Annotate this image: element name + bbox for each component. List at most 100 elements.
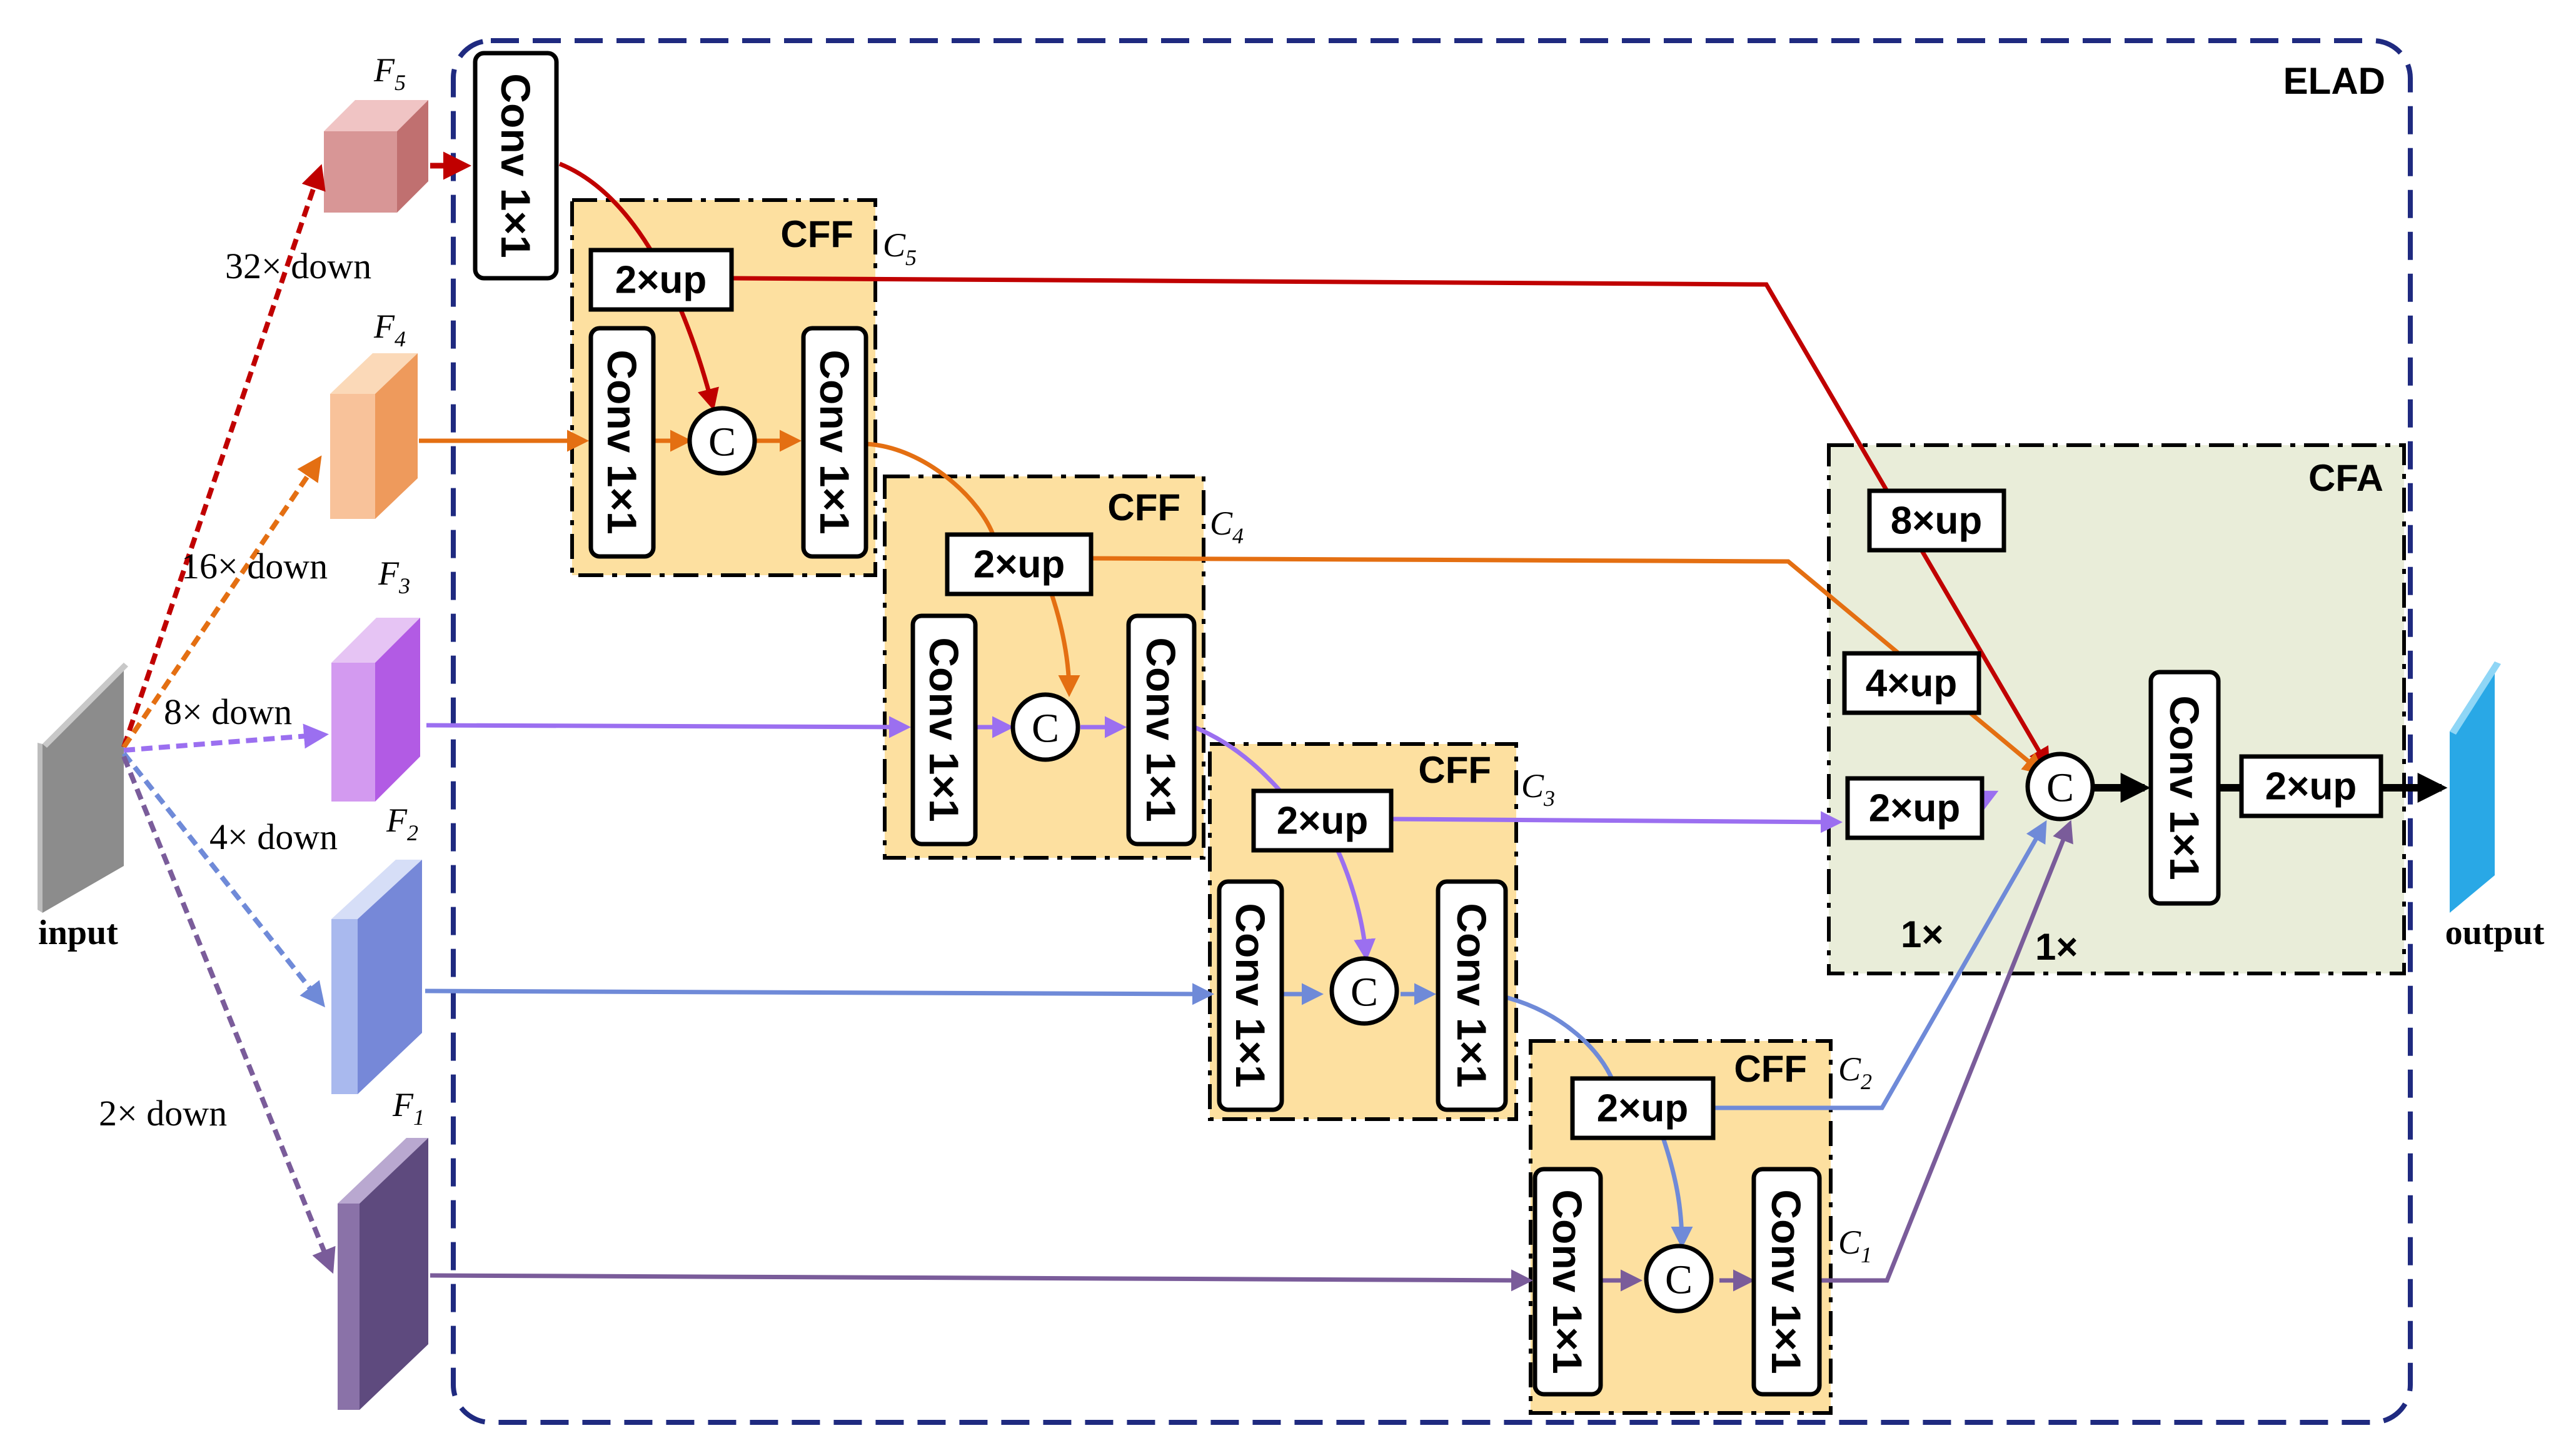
concat-symbol-cff3: C	[1351, 970, 1378, 1015]
c5-label: C	[883, 226, 906, 264]
f2-sub: 2	[407, 820, 418, 845]
c3-label: C	[1521, 767, 1544, 805]
conv-label-cfa: Conv 1×1	[2161, 695, 2208, 880]
f5-sub: 5	[395, 70, 406, 95]
conv-label-cff2-right: Conv 1×1	[1138, 637, 1184, 822]
down-label-16x: 16× down	[181, 546, 328, 586]
concat-circle-cff2: C	[1010, 692, 1080, 762]
conv-block-cff4-right: Conv 1×1	[1751, 1167, 1822, 1397]
conv-block-cff3-left: Conv 1×1	[1217, 879, 1284, 1112]
conv-label-cff2-left: Conv 1×1	[921, 637, 967, 822]
concat-symbol-cff1: C	[708, 420, 736, 465]
feature-cube-f2: F2	[331, 802, 422, 1094]
svg-text:C1: C1	[1838, 1224, 1872, 1267]
cfa-label: CFA	[2308, 457, 2383, 499]
svg-text:C5: C5	[883, 226, 917, 270]
up8-label-cfa: 8×up	[1891, 500, 1982, 543]
down-arrow-4x	[121, 752, 325, 1008]
f4-label: F	[373, 308, 395, 345]
down-arrow-2x	[121, 755, 336, 1274]
concat-circle-cff4: C	[1644, 1244, 1714, 1314]
up2-label-output: 2×up	[2265, 765, 2357, 808]
up2-box-output: 2×up	[2239, 754, 2383, 818]
up4-box-cfa: 4×up	[1842, 651, 1981, 715]
c2-sub: 2	[1861, 1069, 1872, 1094]
feature-cube-f3: F3	[331, 555, 420, 802]
f4-sub: 4	[395, 326, 406, 351]
feature-cube-f1: F1	[338, 1086, 428, 1410]
down-arrow-8x	[123, 723, 329, 753]
c1-label: C	[1838, 1224, 1861, 1261]
concat-symbol-cff2: C	[1032, 706, 1059, 752]
cff-label-4: CFF	[1734, 1048, 1807, 1090]
conv-label-cff4-left: Conv 1×1	[1544, 1189, 1591, 1374]
conv-label-cff1-right: Conv 1×1	[812, 349, 858, 534]
up2-label-cfa-in: 2×up	[1869, 787, 1960, 830]
f3-sub: 3	[398, 573, 410, 598]
svg-text:F3: F3	[378, 555, 410, 598]
conv-label-cff3-right: Conv 1×1	[1449, 903, 1495, 1087]
connections	[419, 151, 2448, 1292]
up2-label-cff1: 2×up	[615, 259, 707, 302]
svg-text:F1: F1	[392, 1086, 425, 1130]
up2-box-cff2: 2×up	[945, 532, 1094, 596]
scale-label-c1: 1×	[2035, 926, 2078, 968]
up2-box-cff4: 2×up	[1570, 1076, 1716, 1140]
down-label-8x: 8× down	[164, 691, 292, 732]
up2-box-cfa: 2×up	[1845, 776, 1985, 840]
down-label-4x: 4× down	[209, 817, 338, 857]
cff-label-3: CFF	[1418, 749, 1491, 791]
svg-text:C4: C4	[1210, 505, 1244, 548]
concat-circle-cfa: C	[2025, 752, 2095, 822]
up2-label-cff3: 2×up	[1277, 800, 1368, 843]
input-slab: input	[38, 663, 128, 952]
cff-label-1: CFF	[780, 213, 853, 255]
elad-label: ELAD	[2283, 60, 2385, 102]
conv-label-cff3-left: Conv 1×1	[1227, 903, 1274, 1087]
down-arrow-32x	[121, 164, 326, 748]
c3-sub: 3	[1543, 786, 1555, 811]
up2-label-cff4: 2×up	[1597, 1087, 1688, 1130]
elad-region: ELAD	[451, 38, 2413, 1425]
svg-text:F5: F5	[373, 51, 406, 95]
svg-text:F4: F4	[373, 308, 406, 351]
up2-box-cff1: 2×up	[588, 248, 734, 312]
c4-sub: 4	[1232, 523, 1244, 548]
conv-block-cff2-right: Conv 1×1	[1126, 613, 1197, 847]
conv-block-cff1-left: Conv 1×1	[588, 326, 656, 559]
c1-sub: 1	[1861, 1242, 1872, 1267]
svg-text:C3: C3	[1521, 767, 1555, 811]
conv-block-f5: Conv 1×1	[473, 51, 559, 281]
input-label: input	[38, 913, 118, 952]
scale-label-c2: 1×	[1901, 913, 1943, 955]
conv-block-cff4-left: Conv 1×1	[1532, 1167, 1603, 1397]
concat-symbol-cff4: C	[1665, 1257, 1693, 1303]
down-label-32x: 32× down	[225, 246, 371, 286]
f2-label: F	[386, 802, 408, 839]
up4-label-cfa: 4×up	[1866, 662, 1957, 705]
up2-label-cff2: 2×up	[974, 543, 1065, 586]
svg-text:C2: C2	[1838, 1050, 1872, 1094]
f5-label: F	[373, 51, 395, 89]
conv-block-cff1-right: Conv 1×1	[801, 326, 868, 559]
output-label: output	[2445, 913, 2545, 952]
conv-label-f5: Conv 1×1	[493, 73, 539, 258]
conv-label-cff4-right: Conv 1×1	[1763, 1189, 1809, 1374]
c5-sub: 5	[905, 245, 917, 270]
output-slab: output	[2445, 661, 2545, 952]
feature-cube-f5: F5	[324, 51, 428, 213]
conv-label-cff1-left: Conv 1×1	[599, 349, 645, 534]
cff-label-2: CFF	[1107, 486, 1180, 528]
down-arrow-16x	[121, 455, 322, 749]
svg-text:F2: F2	[386, 802, 418, 845]
f1-sub: 1	[413, 1105, 425, 1130]
concat-circle-cff3: C	[1329, 956, 1399, 1026]
down-label-2x: 2× down	[99, 1093, 227, 1134]
concat-circle-cff1: C	[687, 406, 757, 476]
conv-block-cff2-left: Conv 1×1	[910, 613, 978, 847]
f3-label: F	[378, 555, 400, 592]
concat-symbol-cfa: C	[2046, 765, 2074, 811]
f1-label: F	[392, 1086, 414, 1124]
up2-box-cff3: 2×up	[1251, 788, 1394, 853]
